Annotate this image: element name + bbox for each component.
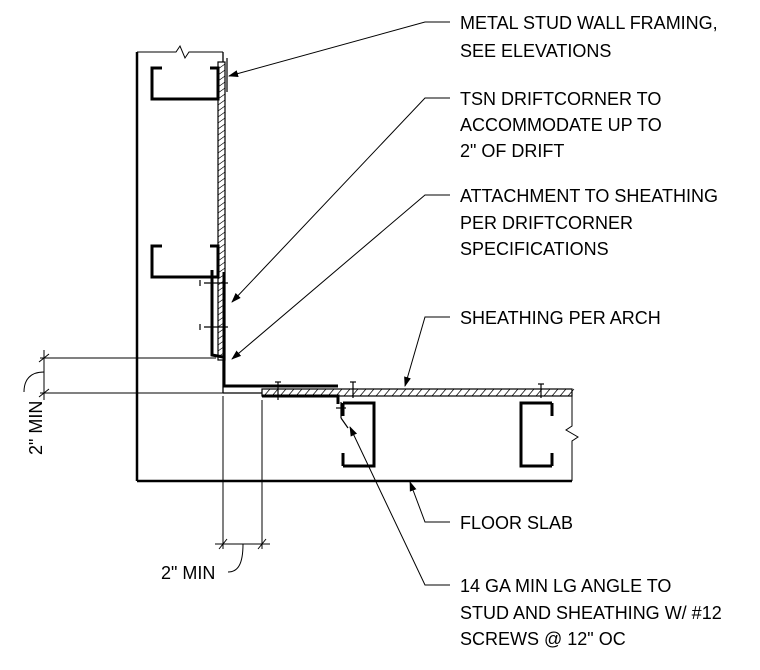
callout-floor-slab: FLOOR SLAB: [460, 513, 573, 533]
vertical-dimension: [23, 350, 216, 400]
callout-angle: 14 GA MIN LG ANGLE TO STUD AND SHEATHING…: [460, 576, 722, 649]
callout-line: SPECIFICATIONS: [460, 239, 609, 259]
leader-lines: [228, 21, 450, 586]
callout-line: TSN DRIFTCORNER TO: [460, 89, 661, 109]
callout-line: ATTACHMENT TO SHEATHING: [460, 186, 718, 206]
callout-metal-stud: METAL STUD WALL FRAMING, SEE ELEVATIONS: [460, 13, 718, 61]
wall-stud-top: [150, 66, 220, 101]
callout-line: STUD AND SHEATHING W/ #12: [460, 603, 722, 623]
callout-attachment: ATTACHMENT TO SHEATHING PER DRIFTCORNER …: [460, 186, 718, 259]
floor-stud-right: [519, 401, 554, 468]
break-line-right: [565, 393, 579, 481]
floor-screws: [275, 381, 544, 429]
callout-line: ACCOMMODATE UP TO: [460, 115, 662, 135]
callout-line: SCREWS @ 12" OC: [460, 629, 626, 649]
callout-line: SEE ELEVATIONS: [460, 41, 611, 61]
driftcorner-screws: [199, 58, 228, 330]
callout-line: SHEATHING PER ARCH: [460, 308, 661, 328]
callout-driftcorner: TSN DRIFTCORNER TO ACCOMMODATE UP TO 2" …: [460, 89, 662, 161]
break-line-top: [137, 44, 223, 60]
horizontal-dimension-label: 2" MIN: [161, 563, 215, 583]
horizontal-dimension: [215, 396, 270, 573]
vertical-dimension-label: 2" MIN: [26, 401, 46, 455]
callout-sheathing: SHEATHING PER ARCH: [460, 308, 661, 328]
callout-line: METAL STUD WALL FRAMING,: [460, 13, 718, 33]
callout-line: PER DRIFTCORNER: [460, 213, 633, 233]
driftcorner: [210, 270, 338, 388]
callout-line: 14 GA MIN LG ANGLE TO: [460, 576, 671, 596]
floor-sheathing: [261, 388, 575, 397]
floor-stud-left: [341, 401, 376, 468]
callout-line: FLOOR SLAB: [460, 513, 573, 533]
callout-line: 2" OF DRIFT: [460, 141, 564, 161]
wall-stud-bottom: [150, 244, 220, 279]
lg-angle: [262, 394, 340, 404]
